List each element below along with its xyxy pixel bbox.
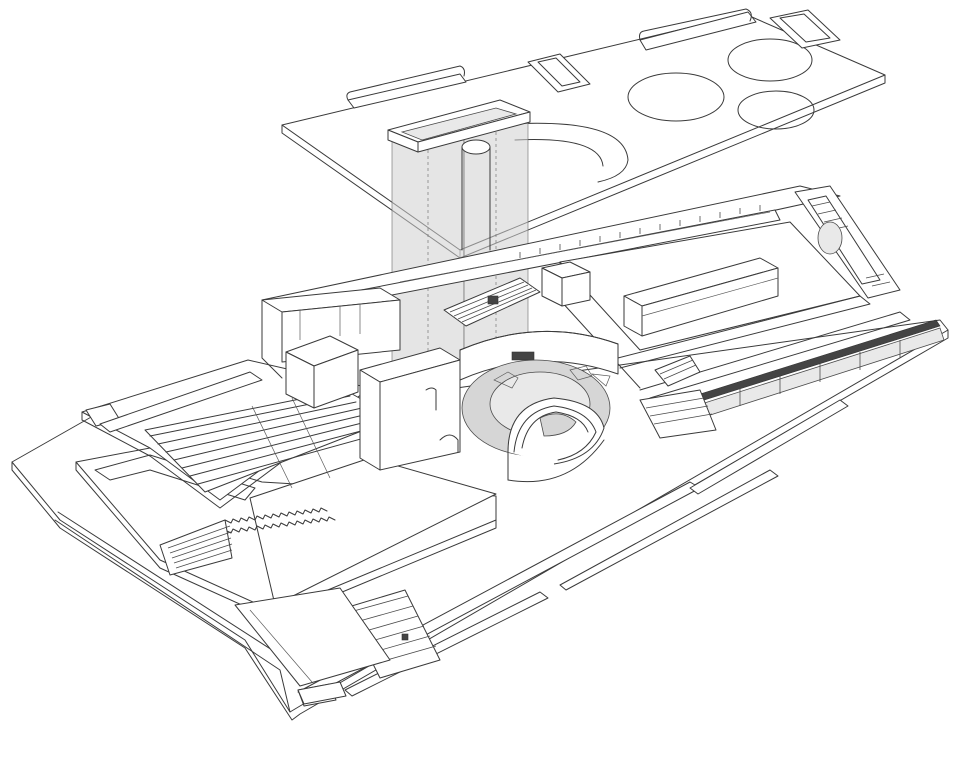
roof-skylight-ellipse bbox=[627, 72, 725, 122]
entrance-wedge bbox=[75, 447, 497, 679]
roof-plate bbox=[281, 8, 886, 259]
roof-arc-opening bbox=[509, 122, 629, 183]
circular-courtyard bbox=[459, 330, 619, 483]
street-strips bbox=[54, 511, 391, 713]
lower-stair-flight bbox=[159, 519, 233, 576]
roof-skylight-ellipse bbox=[737, 90, 815, 130]
east-stair-block bbox=[794, 185, 901, 299]
main-building bbox=[261, 185, 945, 439]
parapet-hatch bbox=[519, 205, 761, 258]
stair-cylinder-top bbox=[461, 139, 491, 155]
roof-skylight-ellipse bbox=[727, 38, 813, 82]
cube-block bbox=[285, 335, 359, 409]
left-rooms bbox=[261, 261, 591, 471]
tower-stair bbox=[443, 277, 541, 327]
gallery-bench bbox=[623, 257, 779, 337]
stair-zigzag bbox=[224, 507, 328, 524]
